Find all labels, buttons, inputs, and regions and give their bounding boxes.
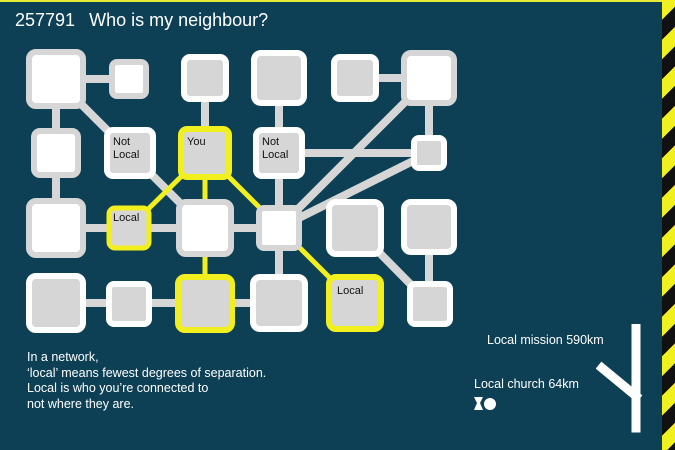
caption: In a network, ‘local’ means fewest degre… xyxy=(27,350,347,412)
local-right-label: Local xyxy=(337,285,363,297)
network-node xyxy=(401,199,457,255)
caption-line: Local is who you’re connected to xyxy=(27,381,209,395)
header-title: Who is my neighbour? xyxy=(89,10,269,30)
node-not-local-a xyxy=(104,127,156,179)
network-node xyxy=(176,199,234,257)
local-left-label: Local xyxy=(113,212,139,224)
node-not-local-b xyxy=(253,127,305,179)
network-node xyxy=(109,59,149,99)
network-node xyxy=(26,273,86,333)
network-node xyxy=(251,50,307,106)
top-line xyxy=(0,0,675,2)
church-icon xyxy=(474,397,496,410)
not-local-a-label-line1: Not xyxy=(113,136,130,148)
network-node xyxy=(26,49,86,109)
not-local-b-label-line2: Local xyxy=(262,149,288,161)
node-local-right xyxy=(326,274,384,332)
network-node xyxy=(256,205,302,251)
local-mission-label: Local mission 590km xyxy=(487,333,604,347)
network-node xyxy=(250,274,308,332)
caption-line: In a network, xyxy=(27,350,99,364)
caption-line: ‘local’ means fewest degrees of separati… xyxy=(27,365,267,380)
node-local-left xyxy=(106,205,152,251)
network-node xyxy=(26,198,86,258)
road-fork-icon xyxy=(596,324,643,433)
network-node xyxy=(407,281,453,327)
network-node xyxy=(411,135,447,171)
network-node xyxy=(31,128,81,178)
local-church-label: Local church 64km xyxy=(474,377,579,391)
hazard-stripe xyxy=(662,0,675,450)
network-node xyxy=(331,54,379,102)
network-diagram: Not Local You Not Local Local Local xyxy=(26,49,457,333)
network-node xyxy=(326,199,384,257)
you-label: You xyxy=(187,136,206,148)
not-local-a-label-line2: Local xyxy=(113,149,139,161)
header-code: 257791 xyxy=(15,10,76,30)
link xyxy=(273,147,435,234)
network-node xyxy=(181,54,229,102)
node-you xyxy=(178,126,232,180)
node-local-bottom xyxy=(175,274,235,333)
caption-line: not where they are. xyxy=(27,396,135,411)
not-local-b-label-line1: Not xyxy=(262,136,279,148)
header: 257791 Who is my neighbour? xyxy=(15,10,268,31)
network-node xyxy=(401,50,457,106)
network-node xyxy=(106,281,152,327)
